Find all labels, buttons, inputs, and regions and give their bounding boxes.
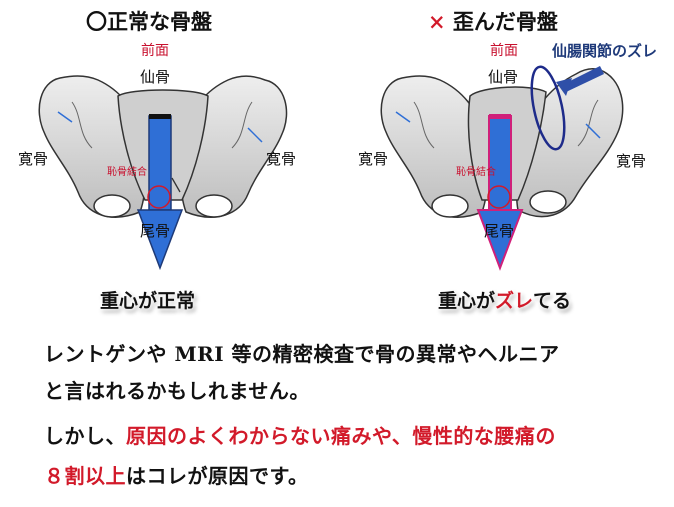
normal-pelvis-illustration [38,75,288,271]
right-pubic-circle [487,185,511,209]
distorted-pelvis-title: × 歪んだ骨盤 [428,6,558,36]
body-line-4: ８割以上はコレが原因です。 [44,464,309,488]
distorted-caption: 重心がズレてる [438,290,572,312]
left-sacrum-label: 仙骨 [140,68,171,86]
si-joint-pointer-arrow [560,66,604,92]
left-front-label: 前面 [141,43,169,59]
left-obturator-right [195,194,233,218]
right-sacrum-label: 仙骨 [488,68,519,86]
left-coccyx-label: 尾骨 [140,222,171,240]
right-pubic-label: 恥骨結合 [456,167,496,178]
right-obturator-left [431,194,469,218]
left-pubic-circle [147,185,171,209]
left-gravity-bar [148,115,172,211]
left-pubic-label: 恥骨結合 [107,167,147,178]
left-ilium-right-label: 寛骨 [266,150,297,168]
body-line-1: レントゲンや MRI 等の精密検査で骨の異常やヘルニア [44,342,560,366]
right-ilium-left-label: 寛骨 [358,150,389,168]
body-line-4-highlight: ８割以上 [44,464,126,488]
right-gravity-arrowhead [476,209,524,271]
left-ilium-left-label: 寛骨 [18,150,49,168]
body-line-2: と言はれるかもしれません。 [44,379,310,403]
left-gravity-arrowhead [136,209,184,271]
body-line-3: しかし、原因のよくわからない痛みや、慢性的な腰痛の [44,424,556,448]
right-obturator-right [529,190,567,214]
right-ilium-right-label: 寛骨 [616,152,647,170]
si-joint-highlight [530,65,566,151]
caption-slip-word: ズレ [495,290,534,312]
left-obturator-left [93,194,131,218]
distorted-title-text: 歪んだ骨盤 [452,9,558,34]
normal-caption: 重心が正常 [100,290,196,312]
right-coccyx-label: 尾骨 [484,222,515,240]
right-front-label: 前面 [490,43,518,59]
normal-pelvis-title: 〇正常な骨盤 [86,9,212,34]
body-line-3-highlight: 原因のよくわからない痛みや、慢性的な腰痛の [126,424,556,448]
cross-mark: × [428,9,446,34]
distorted-pelvis-illustration [380,65,624,271]
si-joint-label: 仙腸関節のズレ [552,42,658,60]
